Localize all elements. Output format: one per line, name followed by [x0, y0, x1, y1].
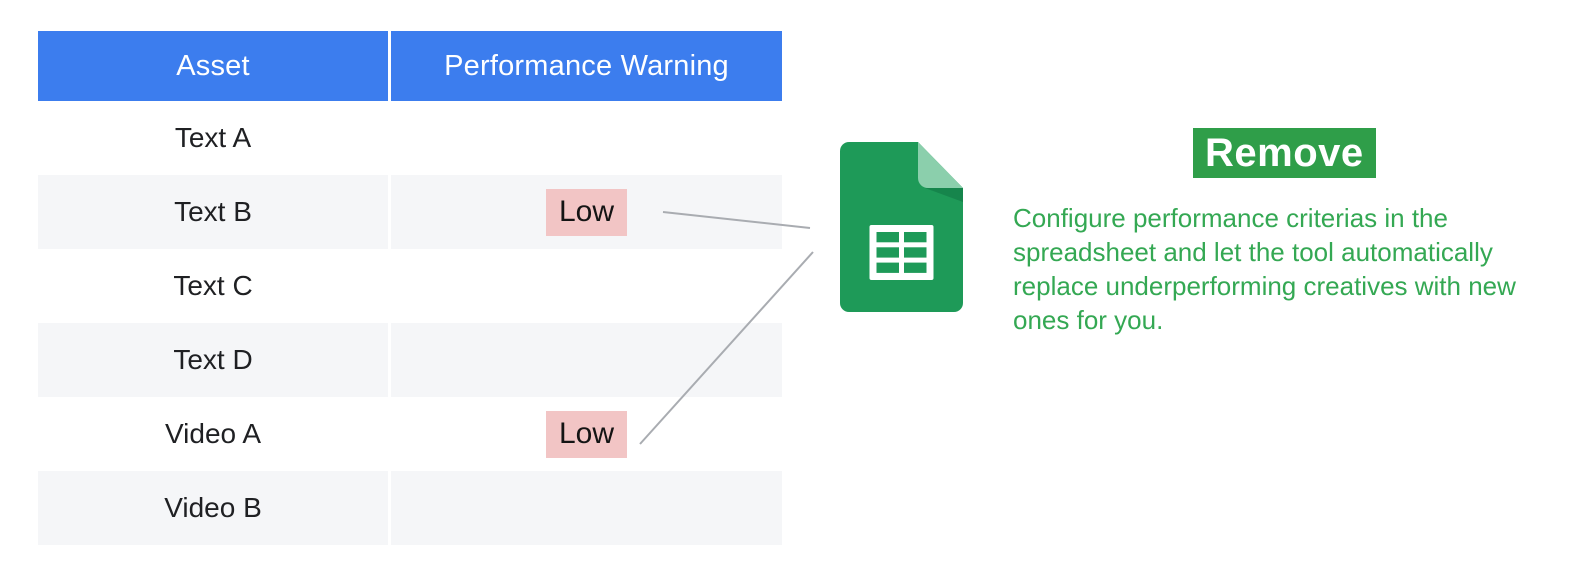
table-row-text-a: Text A — [38, 101, 782, 175]
low-warning-badge: Low — [545, 188, 628, 236]
asset-cell: Video A — [38, 397, 388, 471]
asset-cell: Text C — [38, 249, 388, 323]
asset-cell: Text B — [38, 175, 388, 249]
table-header-row: Asset Performance Warning — [38, 31, 782, 101]
column-header-asset: Asset — [38, 31, 388, 101]
warning-cell — [391, 249, 782, 323]
google-sheets-icon — [840, 142, 963, 312]
low-warning-badge: Low — [545, 410, 628, 458]
remove-callout-title: Remove — [1193, 128, 1376, 178]
warning-cell — [391, 101, 782, 175]
table-row-text-d: Text D — [38, 323, 782, 397]
asset-cell: Text D — [38, 323, 388, 397]
table-row-video-b: Video B — [38, 471, 782, 545]
asset-cell: Text A — [38, 101, 388, 175]
warning-cell: Low — [391, 397, 782, 471]
sheets-icon-fold — [918, 142, 963, 188]
table-row-text-c: Text C — [38, 249, 782, 323]
sheets-icon-fold-shadow — [925, 188, 963, 202]
warning-cell — [391, 471, 782, 545]
table-row-video-a: Video A Low — [38, 397, 782, 471]
warning-cell — [391, 323, 782, 397]
remove-callout-description: Configure performance criterias in the s… — [1013, 203, 1516, 335]
table-body: Text A Text B Low Text C Text D Video A — [38, 101, 782, 545]
asset-cell: Video B — [38, 471, 388, 545]
column-header-performance-warning: Performance Warning — [391, 31, 782, 101]
sheets-icon-grid — [869, 225, 934, 280]
table-row-text-b: Text B Low — [38, 175, 782, 249]
warning-cell: Low — [391, 175, 782, 249]
asset-performance-table: Asset Performance Warning Text A Text B … — [38, 31, 782, 545]
